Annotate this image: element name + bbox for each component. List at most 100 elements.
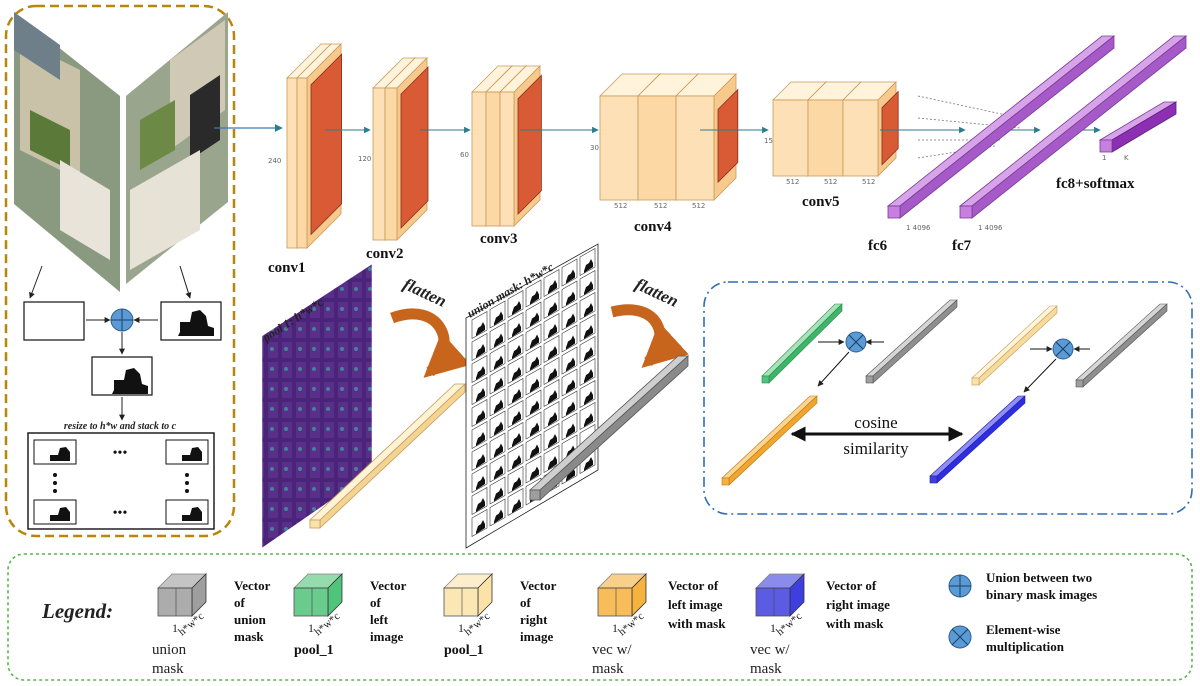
similarity-panel-border bbox=[703, 281, 1193, 515]
legend-sub-label: vec w/ bbox=[750, 642, 790, 658]
legend-desc: union bbox=[234, 612, 267, 627]
legend-desc: image bbox=[520, 629, 553, 644]
legend-desc: image bbox=[370, 629, 403, 644]
conv1-label: conv1 bbox=[268, 260, 306, 276]
right-vector-beige bbox=[971, 305, 1058, 386]
legend-desc: Vector of bbox=[826, 578, 877, 593]
legend-desc: Vector bbox=[520, 578, 557, 593]
union-op-icon bbox=[110, 308, 134, 332]
conv5-side-dim: 15 bbox=[764, 137, 773, 145]
mask-grid-cell bbox=[471, 354, 488, 384]
mask-grid-cell bbox=[525, 455, 542, 484]
legend-cube bbox=[157, 573, 207, 617]
multiply-op-icon-1 bbox=[845, 331, 867, 353]
mask-grid-cell bbox=[489, 432, 506, 461]
mask-grid-cell bbox=[561, 302, 578, 331]
legend-multiply-op bbox=[948, 625, 972, 649]
left-mask-box bbox=[23, 301, 85, 341]
legend-desc: of bbox=[234, 595, 246, 610]
conv5-depth-1: 512 bbox=[786, 178, 799, 186]
legend-desc: Vector bbox=[370, 578, 407, 593]
mask-grid-cell bbox=[579, 247, 596, 277]
legend-multiply-desc-2: multiplication bbox=[986, 639, 1065, 654]
mask-grid-cell bbox=[507, 443, 524, 473]
conv5-depth-3: 512 bbox=[862, 178, 875, 186]
mask-grid-cell bbox=[525, 279, 542, 308]
fc7-dim: 1 4096 bbox=[978, 224, 1003, 232]
legend-one: 1 bbox=[172, 621, 178, 635]
legend-cube bbox=[755, 573, 805, 617]
dots-vertical bbox=[53, 473, 189, 493]
legend-sub-label: union bbox=[152, 642, 187, 658]
flatten-label-2: flatten bbox=[632, 274, 681, 310]
fc6-bar bbox=[886, 35, 1116, 219]
mask-grid-cell bbox=[543, 268, 560, 298]
legend-one: 1 bbox=[612, 621, 618, 635]
legend-items: 1h*w*cunionmaskVectorofunionmask1h*w*cpo… bbox=[152, 573, 890, 677]
legend-desc: left bbox=[370, 612, 389, 627]
mask-grid-cell bbox=[525, 433, 542, 462]
legend-union-op bbox=[948, 574, 972, 598]
mask-grid-cell bbox=[525, 367, 542, 396]
similarity-label: similarity bbox=[843, 439, 909, 458]
legend-desc: of bbox=[370, 595, 382, 610]
mask-grid-cell bbox=[471, 464, 488, 494]
conv5-block bbox=[772, 81, 899, 177]
conv-blocks bbox=[286, 43, 899, 249]
mask-grid-cell bbox=[561, 368, 578, 397]
conv4-block bbox=[599, 73, 739, 201]
legend-desc: with mask bbox=[826, 616, 884, 631]
mask-grid-cell bbox=[579, 401, 596, 431]
conv4-depth-1: 512 bbox=[614, 202, 627, 210]
conv4-depth-2: 512 bbox=[654, 202, 667, 210]
mask-grid-cell bbox=[489, 300, 506, 329]
legend-cube bbox=[597, 573, 647, 617]
conv3-block bbox=[471, 65, 542, 227]
mask-grid-cell bbox=[471, 486, 488, 516]
mask-grid-cell bbox=[471, 376, 488, 406]
legend-border bbox=[7, 553, 1193, 681]
legend-desc: left image bbox=[668, 597, 723, 612]
mask-grid-cell bbox=[579, 291, 596, 321]
flatten-label-1: flatten bbox=[400, 274, 449, 310]
mask-grid-cell bbox=[471, 310, 488, 340]
mask-grid-cell bbox=[489, 454, 506, 483]
mask-grid-cell bbox=[471, 398, 488, 428]
legend-union-desc-2: binary mask images bbox=[986, 587, 1097, 602]
legend-sub-label: mask bbox=[152, 661, 184, 677]
mask-grid-cell bbox=[489, 366, 506, 395]
mask-grid-cell bbox=[471, 508, 488, 538]
multiply-op-icon-2 bbox=[1052, 338, 1074, 360]
union-mask-grid bbox=[465, 243, 599, 549]
mask-grid-cell bbox=[489, 498, 506, 527]
mask-grid-cell bbox=[543, 290, 560, 320]
mask-grid-cell bbox=[471, 332, 488, 362]
conv3-dim: 60 bbox=[460, 151, 469, 159]
legend-sub-label: pool_1 bbox=[444, 643, 484, 658]
legend-sub-label: mask bbox=[750, 661, 782, 677]
conv2-block bbox=[372, 57, 429, 241]
legend-sub-label: vec w/ bbox=[592, 642, 632, 658]
fc7-label: fc7 bbox=[952, 238, 972, 254]
fc7-bar bbox=[958, 35, 1188, 219]
mask-grid-cell bbox=[525, 389, 542, 418]
mask-grid-cell bbox=[525, 411, 542, 440]
mask-grid-cell bbox=[561, 324, 578, 353]
conv1-dim: 240 bbox=[268, 157, 281, 165]
mask-grid-cell bbox=[543, 356, 560, 386]
mask-grid-cell bbox=[579, 379, 596, 409]
mask-grid-cell bbox=[543, 378, 560, 408]
fc8-dim-k: K bbox=[1124, 154, 1129, 162]
conv2-label: conv2 bbox=[366, 246, 404, 262]
mask-grid-cell bbox=[561, 346, 578, 375]
legend-cube bbox=[443, 573, 493, 617]
conv4-side-dim: 30 bbox=[590, 144, 599, 152]
legend-one: 1 bbox=[308, 621, 314, 635]
mask-grid-cell bbox=[561, 390, 578, 419]
fc8-label: fc8+softmax bbox=[1056, 176, 1135, 192]
fc6-label: fc6 bbox=[868, 238, 888, 254]
conv5-label: conv5 bbox=[802, 194, 840, 210]
